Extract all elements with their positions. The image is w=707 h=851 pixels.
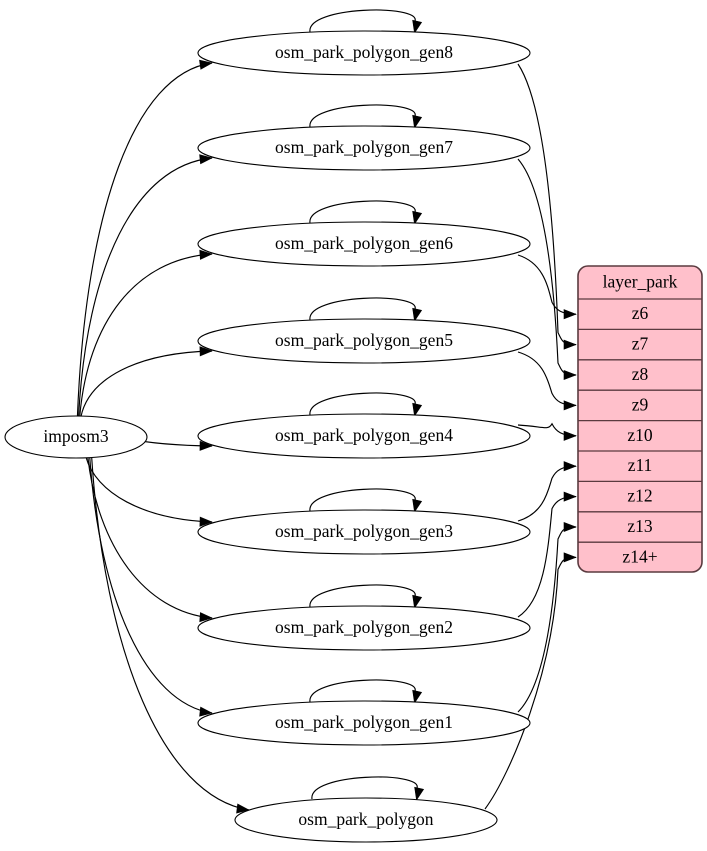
- edge-imposm3-to-gen8: [76, 62, 213, 418]
- arrowhead-imposm3-to-gen1: [199, 706, 213, 717]
- table-layer-park[interactable]: layer_park z6 z7 z8 z9 z10 z11 z12 z13 z14+: [577, 265, 703, 573]
- arrowhead-imposm3-to-gen6: [199, 249, 213, 260]
- arrowhead-imposm3-to-gen8: [199, 59, 213, 70]
- node-gen7-ellipse[interactable]: [197, 125, 531, 171]
- arrowhead-imposm3-to-gen2: [199, 612, 213, 623]
- node-imposm3-ellipse[interactable]: [4, 415, 148, 459]
- node-gen2-ellipse[interactable]: [197, 605, 531, 651]
- edge-gen5-to-row-z9: [517, 351, 577, 406]
- self-loop-gen5: [309, 297, 416, 321]
- node-gen8-ellipse[interactable]: [197, 30, 531, 76]
- arrowhead-self-loop-gen1: [412, 689, 423, 704]
- self-loop-gen4: [309, 392, 416, 416]
- node-gen3-label: osm_park_polygon_gen3: [275, 521, 453, 541]
- node-gen6-label: osm_park_polygon_gen6: [275, 233, 453, 253]
- edge-gen8-to-row-z7: [517, 63, 577, 346]
- arrowhead-gen7-to-row: [563, 369, 577, 381]
- self-loop-gen2: [309, 584, 416, 608]
- table-row-z11[interactable]: z11: [628, 455, 653, 475]
- arrowhead-imposm3-to-base: [236, 803, 250, 814]
- self-loop-gen3: [309, 488, 416, 512]
- arrowhead-gen3-to-row: [563, 461, 577, 472]
- node-gen4-ellipse[interactable]: [197, 413, 531, 459]
- arrowhead-self-loop-gen6: [412, 210, 423, 225]
- edge-imposm3-to-gen1: [89, 456, 213, 714]
- edge-imposm3-to-gen3: [85, 456, 213, 523]
- node-gen5-label: osm_park_polygon_gen5: [275, 330, 453, 350]
- node-base-label: osm_park_polygon: [298, 809, 433, 829]
- nodes-layer: imposm3 osm_park_polygon_gen8 osm_park_pol…: [4, 9, 531, 843]
- self-loop-base: [311, 776, 418, 800]
- table-row-z7[interactable]: z7: [632, 334, 649, 354]
- arrowhead-gen5-to-row: [563, 400, 577, 411]
- arrowhead-self-loop-gen7: [412, 114, 423, 129]
- arrowhead-gen2-to-row: [563, 491, 577, 502]
- node-gen6-ellipse[interactable]: [197, 221, 531, 267]
- arrowhead-gen4-to-row: [563, 430, 577, 441]
- edge-imposm3-to-gen2: [87, 456, 213, 619]
- node-gen1-label: osm_park_polygon_gen1: [275, 712, 453, 732]
- node-gen3-ellipse[interactable]: [197, 509, 531, 555]
- node-gen4-label: osm_park_polygon_gen4: [275, 425, 453, 445]
- arrowhead-self-loop-gen2: [412, 594, 423, 609]
- arrowhead-self-loop-base: [414, 786, 425, 801]
- arrowhead-gen8-to-row: [563, 339, 577, 350]
- table-row-z13[interactable]: z13: [627, 516, 653, 536]
- arrowhead-imposm3-to-gen7: [199, 154, 213, 165]
- table-row-z12[interactable]: z12: [627, 486, 652, 506]
- arrowhead-gen1-to-row: [563, 521, 577, 533]
- arrowhead-self-loop-gen4: [412, 402, 423, 417]
- table-row-z6[interactable]: z6: [632, 303, 649, 323]
- node-gen5-ellipse[interactable]: [197, 318, 531, 364]
- edge-gen2-to-row-z12: [517, 496, 577, 618]
- arrowhead-base-to-row: [563, 552, 577, 563]
- self-loop-gen6: [309, 200, 416, 224]
- edge-imposm3-to-base: [91, 456, 250, 811]
- table-body: [577, 265, 703, 573]
- table-row-z14+[interactable]: z14+: [622, 546, 657, 566]
- self-loop-gen1: [309, 679, 416, 703]
- table-row-z9[interactable]: z9: [632, 394, 649, 414]
- edge-imposm3-to-gen7: [77, 157, 213, 418]
- self-loop-gen8: [309, 9, 416, 33]
- edge-imposm3-to-gen5: [80, 350, 213, 418]
- node-gen1-ellipse[interactable]: [197, 700, 531, 746]
- arrowhead-gen6-to-row: [563, 309, 577, 320]
- arrowhead-self-loop-gen3: [412, 498, 423, 513]
- node-gen7-label: osm_park_polygon_gen7: [275, 137, 453, 157]
- table-row-z8[interactable]: z8: [632, 364, 649, 384]
- arrowhead-self-loop-gen8: [412, 19, 423, 34]
- node-base-ellipse[interactable]: [234, 797, 498, 843]
- table-header-label: layer_park: [603, 272, 678, 292]
- edge-gen6-to-row-z6: [517, 254, 577, 315]
- node-gen2-label: osm_park_polygon_gen2: [275, 617, 453, 637]
- table-row-z10[interactable]: z10: [627, 425, 653, 445]
- arrowhead-imposm3-to-gen4: [199, 440, 213, 451]
- arrowhead-imposm3-to-gen3: [199, 516, 213, 527]
- node-imposm3-label: imposm3: [43, 426, 108, 446]
- edge-base-to-row-z14+: [484, 556, 577, 810]
- self-loop-gen7: [309, 104, 416, 128]
- arrowhead-imposm3-to-gen5: [199, 346, 213, 357]
- node-gen8-label: osm_park_polygon_gen8: [275, 42, 453, 62]
- arrowhead-self-loop-gen5: [412, 307, 423, 322]
- edge-imposm3-to-gen6: [79, 253, 213, 418]
